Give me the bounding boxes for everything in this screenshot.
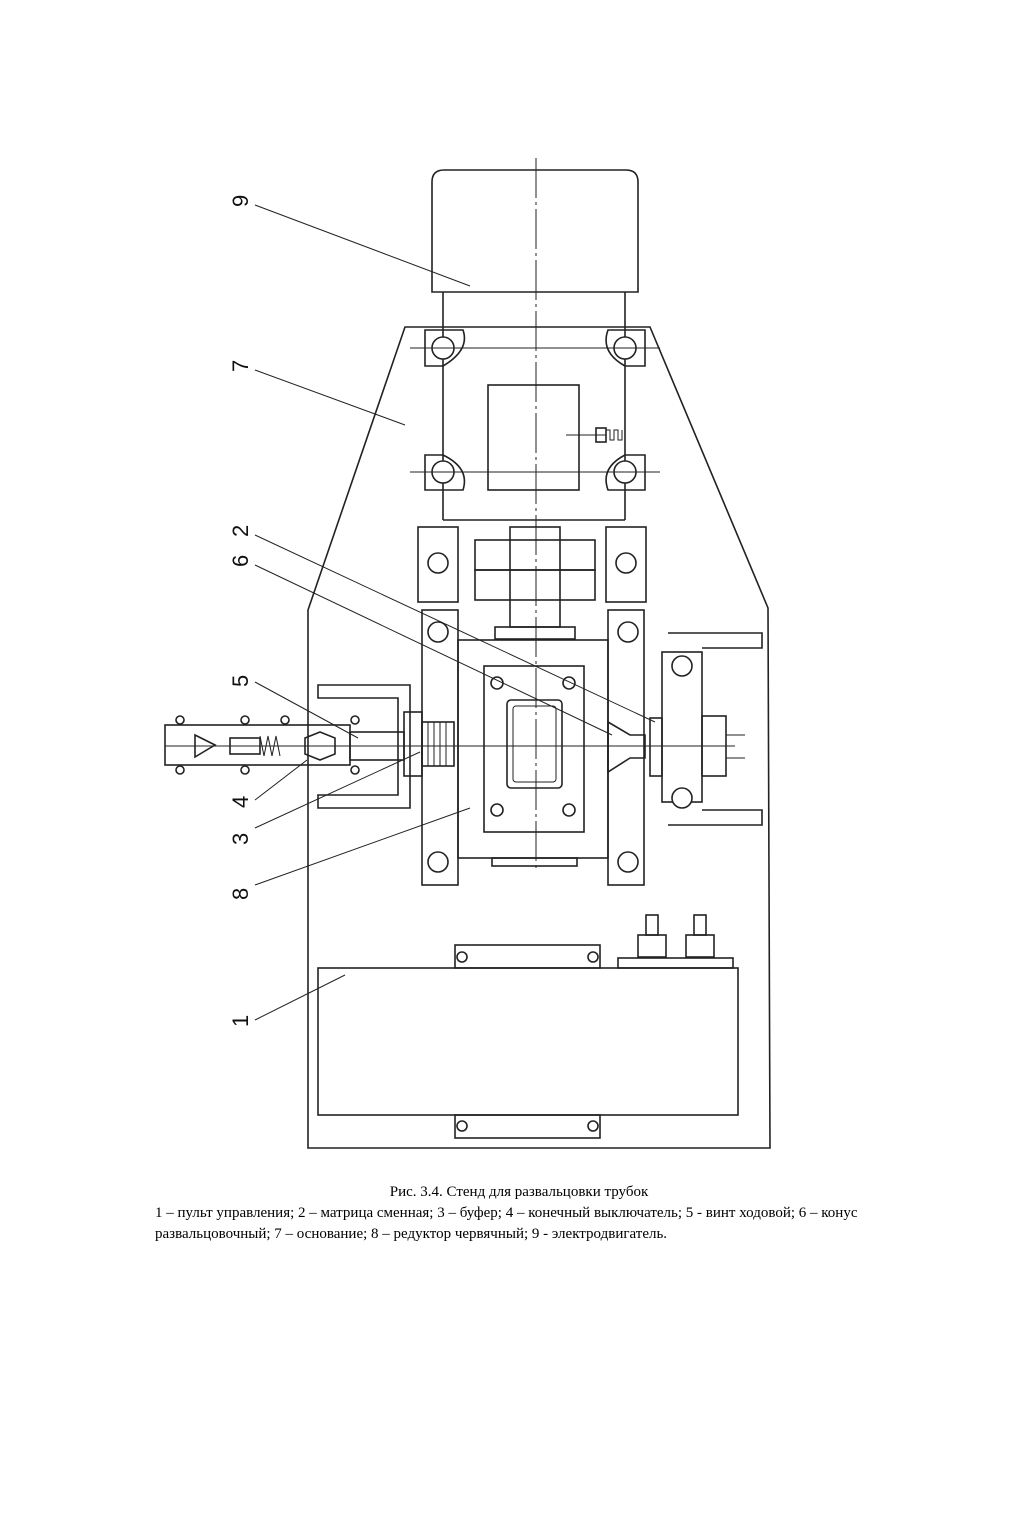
callout-8: 8 bbox=[228, 888, 253, 900]
callout-labels: 9 7 2 6 5 4 3 8 1 bbox=[228, 195, 253, 1027]
motor-mount-bolts bbox=[410, 329, 660, 491]
coupling bbox=[417, 526, 647, 640]
control-panel bbox=[317, 914, 739, 1139]
callout-6: 6 bbox=[228, 555, 253, 567]
callout-1: 1 bbox=[228, 1015, 253, 1027]
callout-4: 4 bbox=[228, 796, 253, 808]
lead-screw-assembly bbox=[164, 684, 455, 809]
callout-9: 9 bbox=[228, 195, 253, 207]
callout-5: 5 bbox=[228, 675, 253, 687]
flaring-cone-assembly bbox=[607, 632, 763, 826]
base-frame bbox=[307, 326, 771, 1149]
caption-title: Рис. 3.4. Стенд для развальцовки трубок bbox=[389, 1184, 649, 1200]
callout-3: 3 bbox=[228, 833, 253, 845]
worm-gear-reducer bbox=[421, 609, 645, 886]
figure-caption: Рис. 3.4. Стенд для развальцовки трубок … bbox=[155, 1182, 875, 1245]
callout-7: 7 bbox=[228, 360, 253, 372]
callout-2: 2 bbox=[228, 525, 253, 537]
callout-leaders bbox=[254, 204, 656, 1021]
caption-legend: 1 – пульт управления; 2 – матрица сменна… bbox=[155, 1205, 858, 1242]
